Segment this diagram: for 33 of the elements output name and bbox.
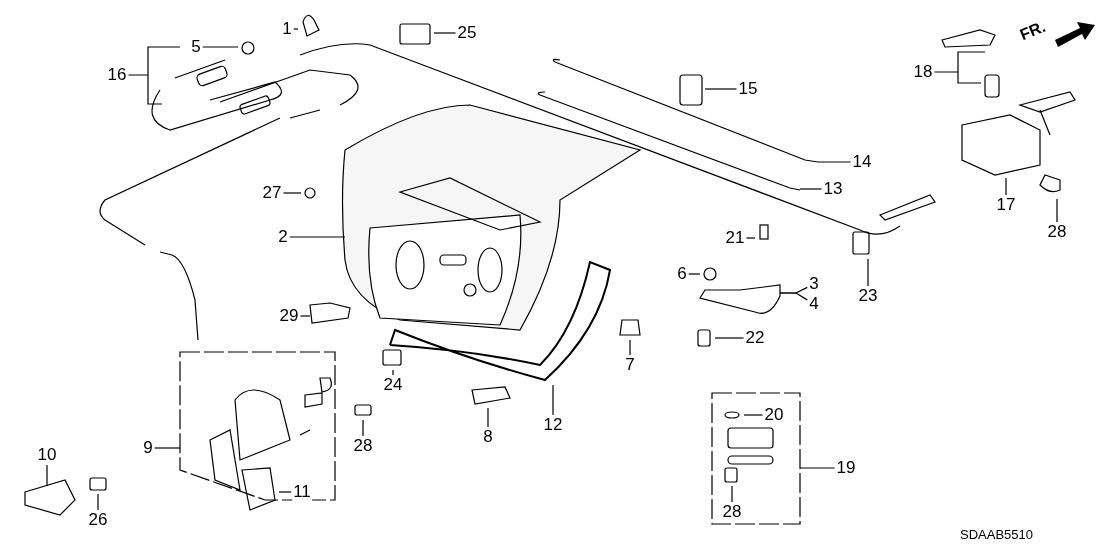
leader-line xyxy=(46,464,48,487)
callout-number: 11 xyxy=(292,483,312,501)
leader-line xyxy=(97,493,99,511)
leader-line xyxy=(799,188,823,190)
leader-line xyxy=(127,46,181,105)
leader-line xyxy=(817,161,852,163)
leader-line xyxy=(779,292,808,301)
leader-line xyxy=(154,447,181,449)
leader-line xyxy=(392,369,394,376)
leader-line xyxy=(704,88,738,90)
leader-line xyxy=(1005,177,1007,196)
leader-line xyxy=(731,485,733,503)
leader-line xyxy=(552,384,554,416)
leader-line xyxy=(433,32,457,34)
leader-line xyxy=(743,414,764,416)
leader-line xyxy=(293,28,299,30)
leader-line xyxy=(282,192,302,194)
diagram-code: SDAAB5510 xyxy=(960,527,1033,542)
leader-line xyxy=(629,339,631,356)
leader-line xyxy=(299,315,311,317)
leader-line xyxy=(202,46,239,48)
leader-line xyxy=(487,407,489,428)
leader-line xyxy=(688,273,701,275)
leader-line xyxy=(289,236,346,238)
leader-line xyxy=(745,237,756,239)
direction-label: FR. xyxy=(1017,17,1049,45)
leader-line xyxy=(799,467,836,469)
leader-line xyxy=(1056,198,1058,223)
leader-line xyxy=(278,491,292,493)
leader-line xyxy=(867,258,869,287)
leader-line xyxy=(714,337,745,339)
leader-line xyxy=(362,419,364,437)
leader-line xyxy=(933,51,986,84)
